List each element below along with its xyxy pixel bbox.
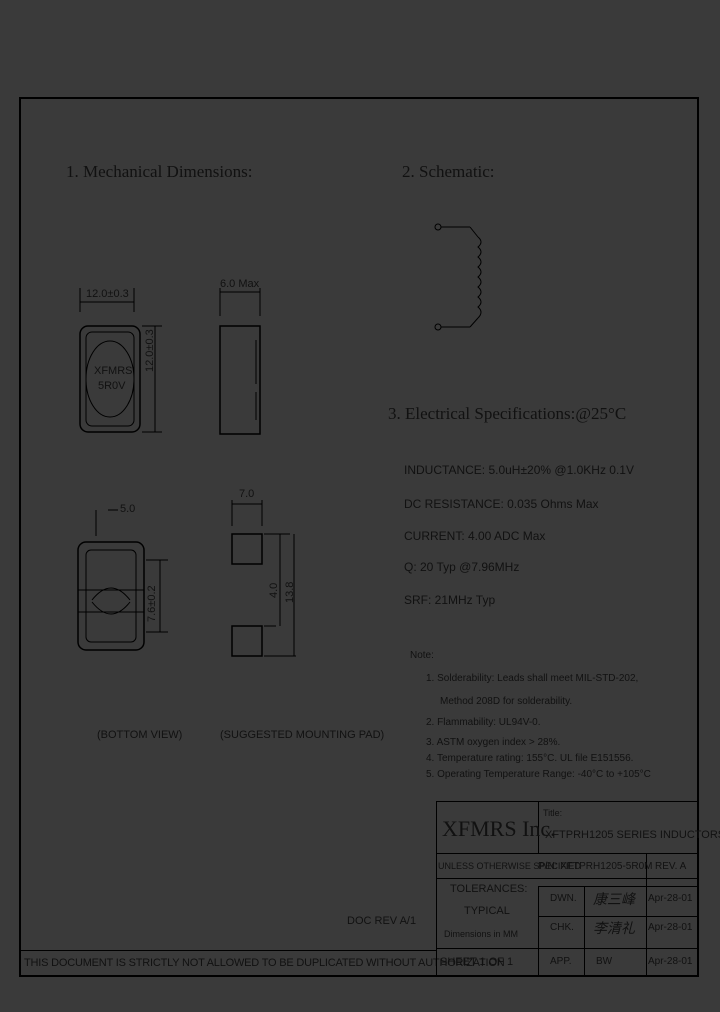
inductor-schematic — [434, 223, 482, 331]
side-height-dim: 6.0 Max — [220, 278, 260, 290]
notes-title: Note: — [410, 650, 434, 661]
chk-label: CHK. — [550, 922, 574, 933]
drawing-sheet — [19, 97, 699, 977]
bottom-offset-dim: 5.0 — [120, 503, 136, 515]
part-number: P/N: XFTPRH1205-5R0M — [538, 861, 653, 872]
spec-inductance: INDUCTANCE: 5.0uH±20% @1.0KHz 0.1V — [404, 463, 634, 477]
app-label: APP. — [550, 956, 572, 967]
disclaimer: THIS DOCUMENT IS STRICTLY NOT ALLOWED TO… — [24, 957, 505, 969]
marking-line2: 5R0V — [98, 380, 126, 392]
pad-total-dim: 13.8 — [284, 581, 296, 603]
disclaimer-rule — [19, 950, 437, 951]
title-label: Title: — [543, 808, 563, 818]
top-width-dim: 12.0±0.3 — [86, 288, 129, 300]
schematic-title: 2. Schematic: — [402, 162, 495, 181]
side-view-drawing — [219, 288, 261, 435]
mounting-pad-label: (SUGGESTED MOUNTING PAD) — [220, 729, 385, 741]
note-item: 5. Operating Temperature Range: -40°C to… — [426, 769, 651, 780]
bottom-view-drawing — [77, 509, 168, 651]
chk-date: Apr-28-01 — [648, 922, 693, 933]
note-item: Method 208D for solderability. — [440, 696, 573, 707]
revision: REV. A — [655, 861, 687, 872]
typical-label: TYPICAL — [464, 905, 510, 917]
part-title: XFTPRH1205 SERIES INDUCTORS — [545, 829, 720, 841]
app-signature: BW — [596, 956, 613, 967]
dwn-date: Apr-28-01 — [648, 893, 693, 904]
spec-q: Q: 20 Typ @7.96MHz — [404, 560, 520, 574]
unless-specified: UNLESS OTHERWISE SPECIFIED — [438, 861, 581, 871]
mechanical-title: 1. Mechanical Dimensions: — [66, 162, 253, 181]
top-height-dim: 12.0±0.3 — [144, 329, 156, 372]
dwn-signature: 康三峰 — [593, 893, 635, 908]
top-view-drawing — [79, 288, 162, 433]
doc-rev: DOC REV A/1 — [347, 915, 417, 927]
electrical-title: 3. Electrical Specifications:@25°C — [388, 404, 627, 423]
spec-dc-resistance: DC RESISTANCE: 0.035 Ohms Max — [404, 497, 599, 511]
note-item: 4. Temperature rating: 155°C. UL file E1… — [426, 753, 634, 764]
note-item: 2. Flammability: UL94V-0. — [426, 717, 541, 728]
spec-srf: SRF: 21MHz Typ — [404, 593, 496, 607]
spec-current: CURRENT: 4.00 ADC Max — [404, 529, 546, 543]
app-date: Apr-28-01 — [648, 956, 693, 967]
dimensions-label: Dimensions in MM — [444, 929, 519, 939]
pad-gap-dim: 4.0 — [268, 582, 280, 598]
chk-signature: 李清礼 — [593, 922, 635, 937]
marking-line1: XFMRS — [94, 365, 133, 377]
company-name: XFMRS Inc. — [442, 816, 556, 841]
note-item: 1. Solderability: Leads shall meet MIL-S… — [426, 673, 639, 684]
pad-width-dim: 7.0 — [239, 488, 255, 500]
tolerances-label: TOLERANCES: — [450, 883, 528, 895]
sheet-label: SHEET 1 OF 1 — [440, 956, 514, 968]
dwn-label: DWN. — [550, 893, 577, 904]
mounting-pad-drawing — [231, 500, 296, 657]
bottom-height-dim: 7.6±0.2 — [146, 585, 158, 622]
bottom-view-label: (BOTTOM VIEW) — [97, 729, 183, 741]
note-item: 3. ASTM oxygen index > 28%. — [426, 737, 561, 748]
